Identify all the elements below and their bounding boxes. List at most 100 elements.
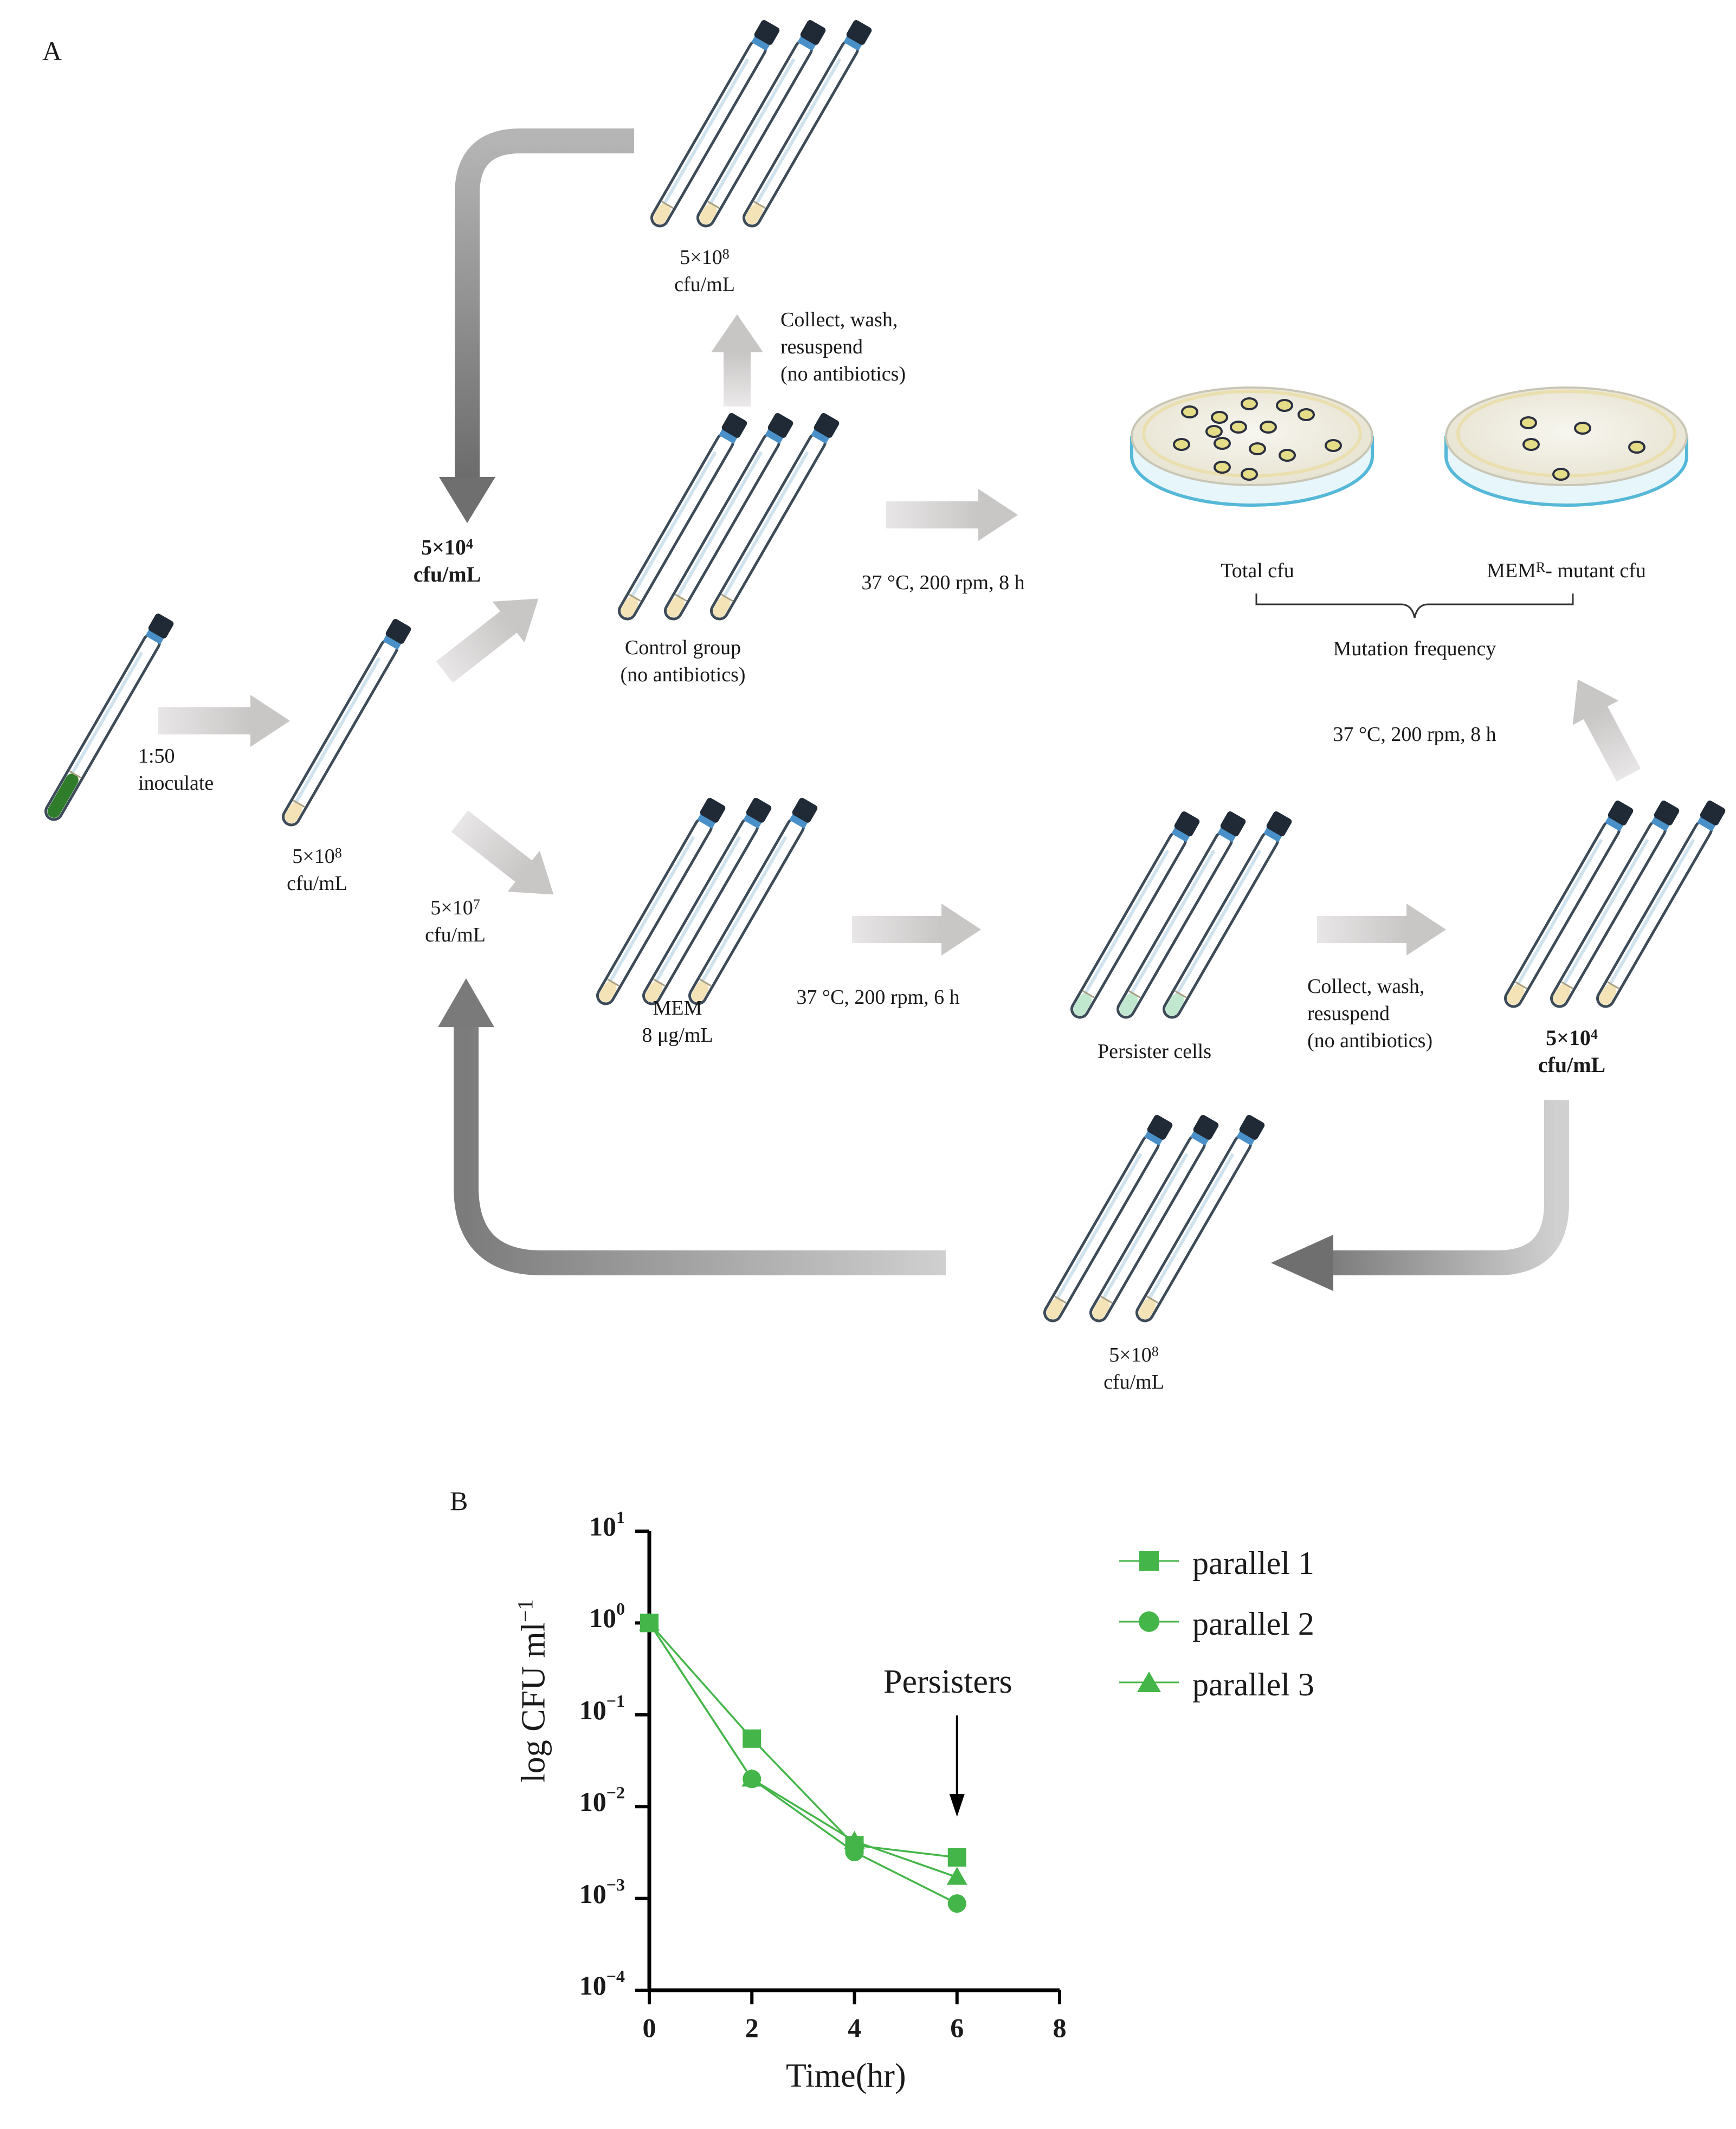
top-pool-density: 5×104 cfu/mL (401, 534, 493, 588)
arrow-to-mem (451, 810, 554, 895)
bottom-regrowth-tube-1 (1043, 1115, 1173, 1322)
colony (1181, 405, 1198, 418)
colony (1628, 441, 1645, 454)
data-point-triangle (639, 1612, 660, 1631)
data-point-triangle (741, 1769, 763, 1787)
colony (1574, 422, 1591, 435)
mutant-cfu-sup: R (1535, 559, 1546, 575)
colony (1241, 397, 1258, 410)
top-pool-count: 5×10 (421, 535, 466, 559)
annotation-arrow-head (949, 1794, 965, 1817)
control-tube-1 (618, 413, 747, 621)
colony (1260, 421, 1277, 434)
data-point-triangle (844, 1831, 865, 1849)
colony (1522, 438, 1540, 451)
legend-marker-triangle (1119, 1672, 1179, 1692)
arrow-collect-top (711, 314, 763, 407)
series-line (648, 1622, 957, 1859)
control-group-label: Control group (no antibiotics) (607, 634, 759, 688)
legend-label-parallel-1: parallel 1 (1192, 1545, 1314, 1581)
y-tick-label: 100 (589, 1599, 625, 1634)
legend-marker-square (1119, 1551, 1179, 1571)
control-regrowth-density: 5×108 cfu/mL (661, 244, 748, 298)
resuspended-exp: 4 (1590, 1027, 1598, 1042)
first-culture-exp: 8 (334, 845, 342, 861)
bottom-pool-count: 5×10 (430, 896, 473, 919)
resuspended-tube-2 (1550, 801, 1680, 1008)
colony (1214, 437, 1231, 450)
first-culture-count: 5×10 (292, 845, 335, 868)
series-parallel-1 (640, 1614, 966, 1867)
bottom-regrowth-tube-3 (1135, 1115, 1265, 1322)
colony (1276, 399, 1293, 412)
legend-item-parallel-1: parallel 1 (1117, 1539, 1398, 1583)
resuspended-unit: cfu/mL (1538, 1053, 1606, 1077)
bottom-regrowth-tube-2 (1089, 1115, 1219, 1322)
colony (1214, 461, 1231, 474)
loop-arrow-bottom-right (1271, 1100, 1569, 1291)
mem-drug: MEM (653, 997, 702, 1020)
panel-label-a: A (42, 36, 62, 66)
persister-tube-2 (1117, 811, 1246, 1019)
bottom-regrowth-exp: 8 (1151, 1344, 1159, 1359)
persister-tube-1 (1070, 811, 1200, 1019)
y-tick-label: 10−2 (579, 1783, 625, 1817)
colony (1211, 411, 1228, 424)
colony (1298, 408, 1315, 421)
y-axis-title-text: log CFU ml (515, 1622, 552, 1783)
persisters-annotation: Persisters (883, 1663, 1012, 1700)
colony (1552, 468, 1570, 481)
mutant-cfu-drug: MEM (1487, 559, 1536, 582)
bottom-regrowth-count: 5×10 (1109, 1344, 1152, 1366)
control-regrowth-count: 5×10 (680, 246, 722, 269)
legend-label-parallel-3: parallel 3 (1192, 1667, 1314, 1702)
colony (1230, 421, 1247, 434)
bottom-pool-unit: cfu/mL (425, 924, 486, 946)
data-point-circle (947, 1894, 966, 1913)
inoculum-tube (44, 614, 174, 821)
x-tick-label: 6 (950, 2012, 964, 2043)
total-cfu-label: Total cfu (1221, 559, 1294, 582)
resuspended-tube-3 (1596, 801, 1726, 1008)
resuspended-tube-1 (1504, 801, 1634, 1008)
mem-tube-1 (596, 798, 726, 1005)
colony (1279, 449, 1296, 462)
loop-arrow-bottom-left (438, 978, 946, 1275)
colony (1325, 439, 1342, 452)
collect-bottom-line2: resuspend (1307, 1002, 1390, 1025)
collect-top-line1: Collect, wash, (780, 308, 898, 331)
total-cfu-plate (1130, 386, 1374, 507)
y-axis-title-sup: −1 (513, 1599, 538, 1623)
collect-top-line3: (no antibiotics) (780, 363, 906, 385)
x-tick-label: 0 (642, 2012, 656, 2043)
first-culture-tube (282, 619, 411, 827)
mutant-cfu-text: - mutant cfu (1545, 559, 1646, 582)
control-regrowth-unit: cfu/mL (674, 273, 735, 296)
y-axis-title: log CFU ml−1 (513, 1599, 553, 1783)
y-tick-label: 10−1 (579, 1691, 625, 1725)
x-axis-title: Time(hr) (786, 2057, 906, 2094)
persister-tube-3 (1163, 811, 1292, 1019)
control-regrowth-tube-2 (696, 20, 826, 228)
colony (1249, 442, 1266, 455)
dilution-label: 1:50 inoculate (138, 743, 214, 797)
plates-bracket (1255, 593, 1574, 618)
arrow-to-mutation-frequency (1572, 679, 1641, 782)
collect-bottom-label: Collect, wash, resuspend (no antibiotics… (1307, 973, 1432, 1054)
series-parallel-2 (640, 1614, 966, 1913)
kill-curve-chart (635, 1530, 1061, 2004)
resuspended-density: 5×104 cfu/mL (1526, 1024, 1618, 1079)
arrow-inoculate (158, 695, 290, 747)
mem-dose: 8 μg/mL (642, 1024, 713, 1047)
control-regrowth-exp: 8 (722, 246, 730, 262)
legend-item-parallel-3: parallel 3 (1117, 1661, 1398, 1704)
mem-label: MEM 8 μg/mL (618, 995, 737, 1049)
colony (1173, 438, 1190, 451)
control-regrowth-tube-3 (743, 20, 872, 228)
first-culture-density: 5×108 cfu/mL (274, 843, 360, 897)
persister-label: Persister cells (1097, 1040, 1211, 1063)
bottom-pool-density: 5×107 cfu/mL (412, 894, 499, 949)
collect-top-label: Collect, wash, resuspend (no antibiotics… (780, 306, 906, 388)
mutant-cfu-label: MEMR- mutant cfu (1474, 557, 1658, 584)
